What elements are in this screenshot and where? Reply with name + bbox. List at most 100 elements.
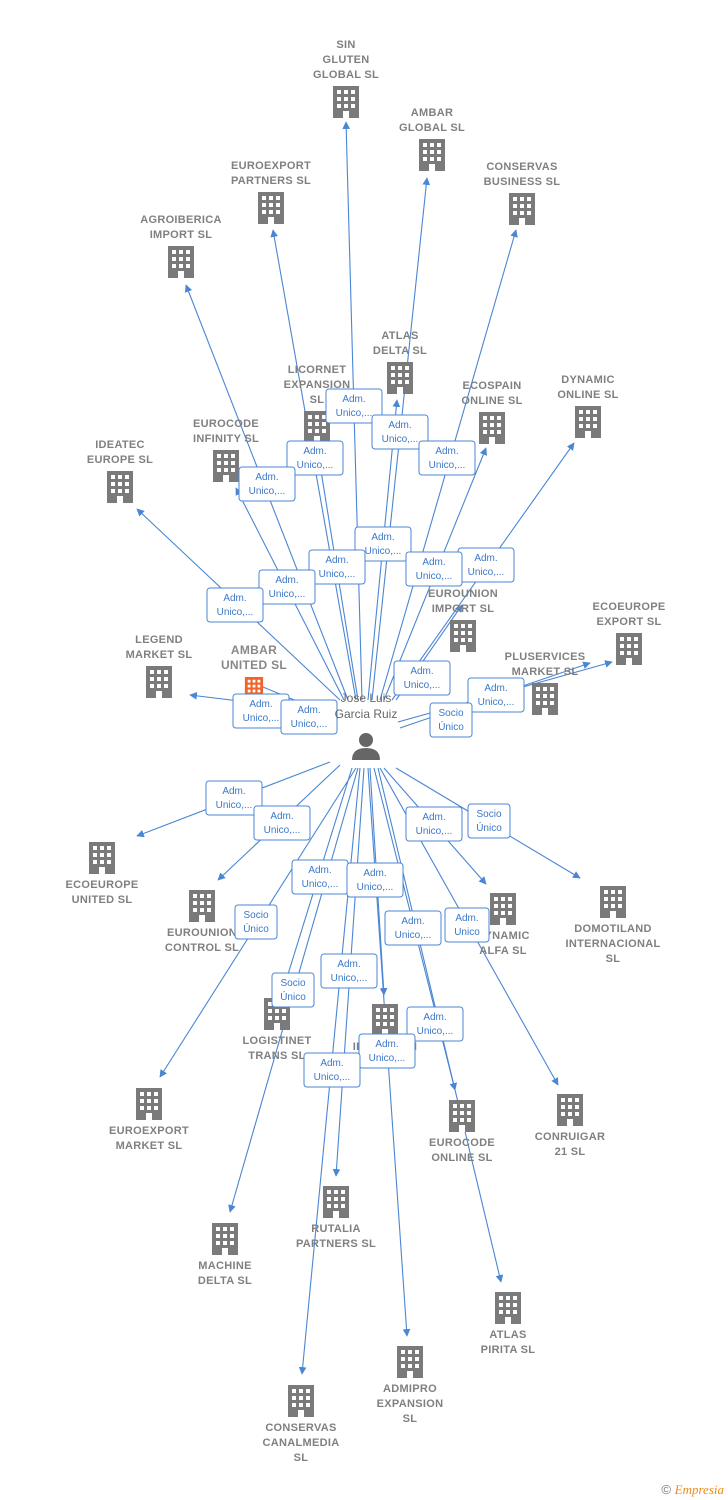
relation-label: Adm. (270, 811, 293, 822)
relation-badge[interactable]: Adm.Unico,... (358, 1033, 416, 1069)
relation-badge[interactable]: Adm. Unico,... (467, 677, 525, 713)
relation-badge[interactable]: Adm.Unico,... (253, 805, 311, 841)
relation-label: Unico,... (357, 882, 394, 893)
relation-badge[interactable]: Adm.Unico,... (303, 1052, 361, 1088)
relation-badge[interactable]: Adm.Unico,... (238, 466, 296, 502)
relation-badge[interactable]: Adm.Unico,... (320, 953, 378, 989)
company-label: PARTNERS SL (296, 1238, 376, 1250)
relation-label: Adm. (474, 553, 497, 564)
relation-label: Unico,... (291, 719, 328, 730)
relation-label: Adm. (297, 705, 320, 716)
relation-badge[interactable]: Adm.Unico,... (354, 526, 412, 562)
relation-badge[interactable]: Adm.Unico,... (406, 1006, 464, 1042)
relation-label: Unico,... (468, 567, 505, 578)
company-label: ECOEUROPE (593, 601, 666, 613)
relation-badge[interactable]: Adm.Unico,... (232, 693, 290, 729)
relation-badge[interactable]: Adm. Unico,... (457, 547, 515, 583)
company-label: CONRUIGAR (535, 1131, 606, 1143)
company-label: EUROPE SL (87, 454, 153, 466)
company-label: DYNAMIC (561, 374, 614, 386)
building-icon (419, 139, 445, 171)
relation-badge[interactable]: Adm.Unico (444, 907, 490, 943)
person-icon (352, 733, 380, 760)
building-icon (213, 450, 239, 482)
relation-label: Unico,... (243, 713, 280, 724)
relation-badge[interactable]: Adm.Unico,... (258, 569, 316, 605)
relation-badge[interactable]: Adm.Unico,... (205, 780, 263, 816)
relation-badge[interactable]: Adm.Unico,... (206, 587, 264, 623)
company-label: GLUTEN (322, 54, 369, 66)
relation-label: Adm. (325, 555, 348, 566)
company-label: ATLAS (381, 330, 418, 342)
relation-badge[interactable]: Adm. Unico,... (280, 699, 338, 735)
building-icon (387, 362, 413, 394)
building-icon (575, 406, 601, 438)
relation-label: Socio (476, 809, 501, 820)
relation-badge[interactable]: Adm.Unico,... (286, 440, 344, 476)
relation-label: Adm. (435, 446, 458, 457)
relation-badge[interactable]: Adm.Unico,... (384, 910, 442, 946)
relation-label: Adm. (255, 472, 278, 483)
company-label: AGROIBERICA (140, 214, 222, 226)
company-label: SL (606, 953, 621, 965)
company-label: ONLINE SL (431, 1152, 492, 1164)
relation-label: Unico,... (416, 571, 453, 582)
relation-badge[interactable]: Adm. Unico,... (308, 549, 366, 585)
brand-logo[interactable]: Empresia (674, 1482, 724, 1497)
relation-label: Unico,... (314, 1072, 351, 1083)
relation-label: Unico,... (478, 697, 515, 708)
relation-badge[interactable]: Adm.Unico,... (291, 859, 349, 895)
building-icon (532, 683, 558, 715)
relation-badge[interactable]: Adm.Unico,... (346, 862, 404, 898)
relation-badge[interactable]: Adm.Unico,... (371, 414, 429, 450)
relation-badge[interactable]: Adm.Unico,... (325, 388, 383, 424)
relation-label: Adm. (484, 683, 507, 694)
relation-label: Adm. (222, 786, 245, 797)
relation-label: Unico,... (404, 680, 441, 691)
relation-label: Unico,... (319, 569, 356, 580)
relation-badge[interactable]: Adm.Unico,... (405, 806, 463, 842)
company-label: ATLAS (489, 1329, 526, 1341)
building-icon (288, 1385, 314, 1417)
relation-badge[interactable]: Adm.Unico,... (418, 440, 476, 476)
relation-label: Único (476, 821, 502, 834)
relation-badge[interactable]: Adm.Unico,... (393, 660, 451, 696)
building-icon (136, 1088, 162, 1120)
company-label: AMBAR (411, 107, 453, 119)
relation-badge[interactable]: Adm.Unico,... (405, 551, 463, 587)
